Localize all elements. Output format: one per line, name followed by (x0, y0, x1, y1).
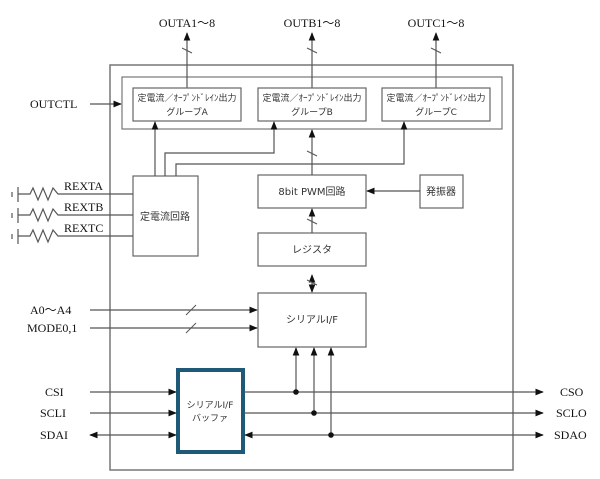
cc-to-group-c (175, 121, 408, 176)
constant-current-label: 定電流回路 (140, 210, 190, 223)
sdai-label: SDAI (40, 428, 68, 442)
output-label-b: OUTB1～8 (284, 16, 341, 30)
output-group-a: 定電流／ｵｰﾌﾟﾝﾄﾞﾚｲﾝ出力 グループA (132, 87, 242, 122)
rext-c: REXTC (11, 221, 133, 244)
pwm-label: 8bit PWM回路 (278, 185, 345, 198)
pwm-block: 8bit PWM回路 (257, 174, 367, 209)
serial-buffer-line2: バッファ (192, 413, 228, 424)
rext-b-label: REXTB (64, 200, 103, 214)
junction-sda (328, 432, 334, 438)
constant-current-block: 定電流回路 (132, 175, 199, 257)
serial-if-label: シリアルI/F (286, 315, 338, 326)
serial-buffer-line1: シリアルI/F (187, 401, 234, 411)
junction-scl (311, 410, 317, 416)
bus-slash-mode (185, 322, 197, 334)
mode-label: MODE0,1 (27, 321, 77, 335)
output-group-a-line1: 定電流／ｵｰﾌﾟﾝﾄﾞﾚｲﾝ出力 (137, 92, 236, 104)
output-group-c-line1: 定電流／ｵｰﾌﾟﾝﾄﾞﾚｲﾝ出力 (386, 92, 485, 104)
sdao-label: SDAO (554, 428, 587, 442)
output-group-c-line2: グループC (415, 106, 457, 118)
output-label-a: OUTA1～8 (159, 16, 215, 30)
oscillator-label: 発振器 (426, 185, 456, 198)
bus-slash-c (430, 47, 442, 54)
bus-slash-reg (306, 218, 318, 225)
junction-cs (293, 389, 299, 395)
output-group-b-line1: 定電流／ｵｰﾌﾟﾝﾄﾞﾚｲﾝ出力 (262, 92, 361, 104)
serial-if-block: シリアルI/F (257, 292, 367, 348)
register-block: レジスタ (257, 232, 367, 267)
output-group-b-line2: グループB (291, 106, 333, 118)
oscillator-block: 発振器 (419, 174, 464, 209)
address-label: A0～A4 (30, 303, 71, 317)
rext-c-label: REXTC (64, 221, 103, 235)
bus-slash-address (185, 304, 197, 316)
scli-label: SCLI (40, 406, 66, 420)
cso-label: CSO (560, 385, 584, 399)
output-group-b: 定電流／ｵｰﾌﾟﾝﾄﾞﾚｲﾝ出力 グループB (257, 87, 367, 122)
register-label: レジスタ (292, 244, 332, 256)
bus-slash-a (181, 47, 193, 54)
bus-slash-serial (306, 279, 318, 286)
rext-a: REXTA (11, 179, 133, 202)
sclo-label: SCLO (556, 406, 587, 420)
bus-slash-b (306, 47, 318, 54)
rext-b: REXTB (11, 200, 133, 223)
outctl-label: OUTCTL (30, 97, 77, 111)
output-label-c: OUTC1～8 (408, 16, 465, 30)
output-group-a-line2: グループA (166, 106, 208, 118)
csi-label: CSI (45, 385, 64, 399)
output-group-c: 定電流／ｵｰﾌﾟﾝﾄﾞﾚｲﾝ出力 グループC (381, 87, 491, 122)
rext-a-label: REXTA (64, 179, 103, 193)
bus-slash-pwm (306, 150, 318, 157)
serial-buffer-block: シリアルI/F バッファ (176, 368, 245, 454)
cc-to-group-b (164, 121, 278, 176)
